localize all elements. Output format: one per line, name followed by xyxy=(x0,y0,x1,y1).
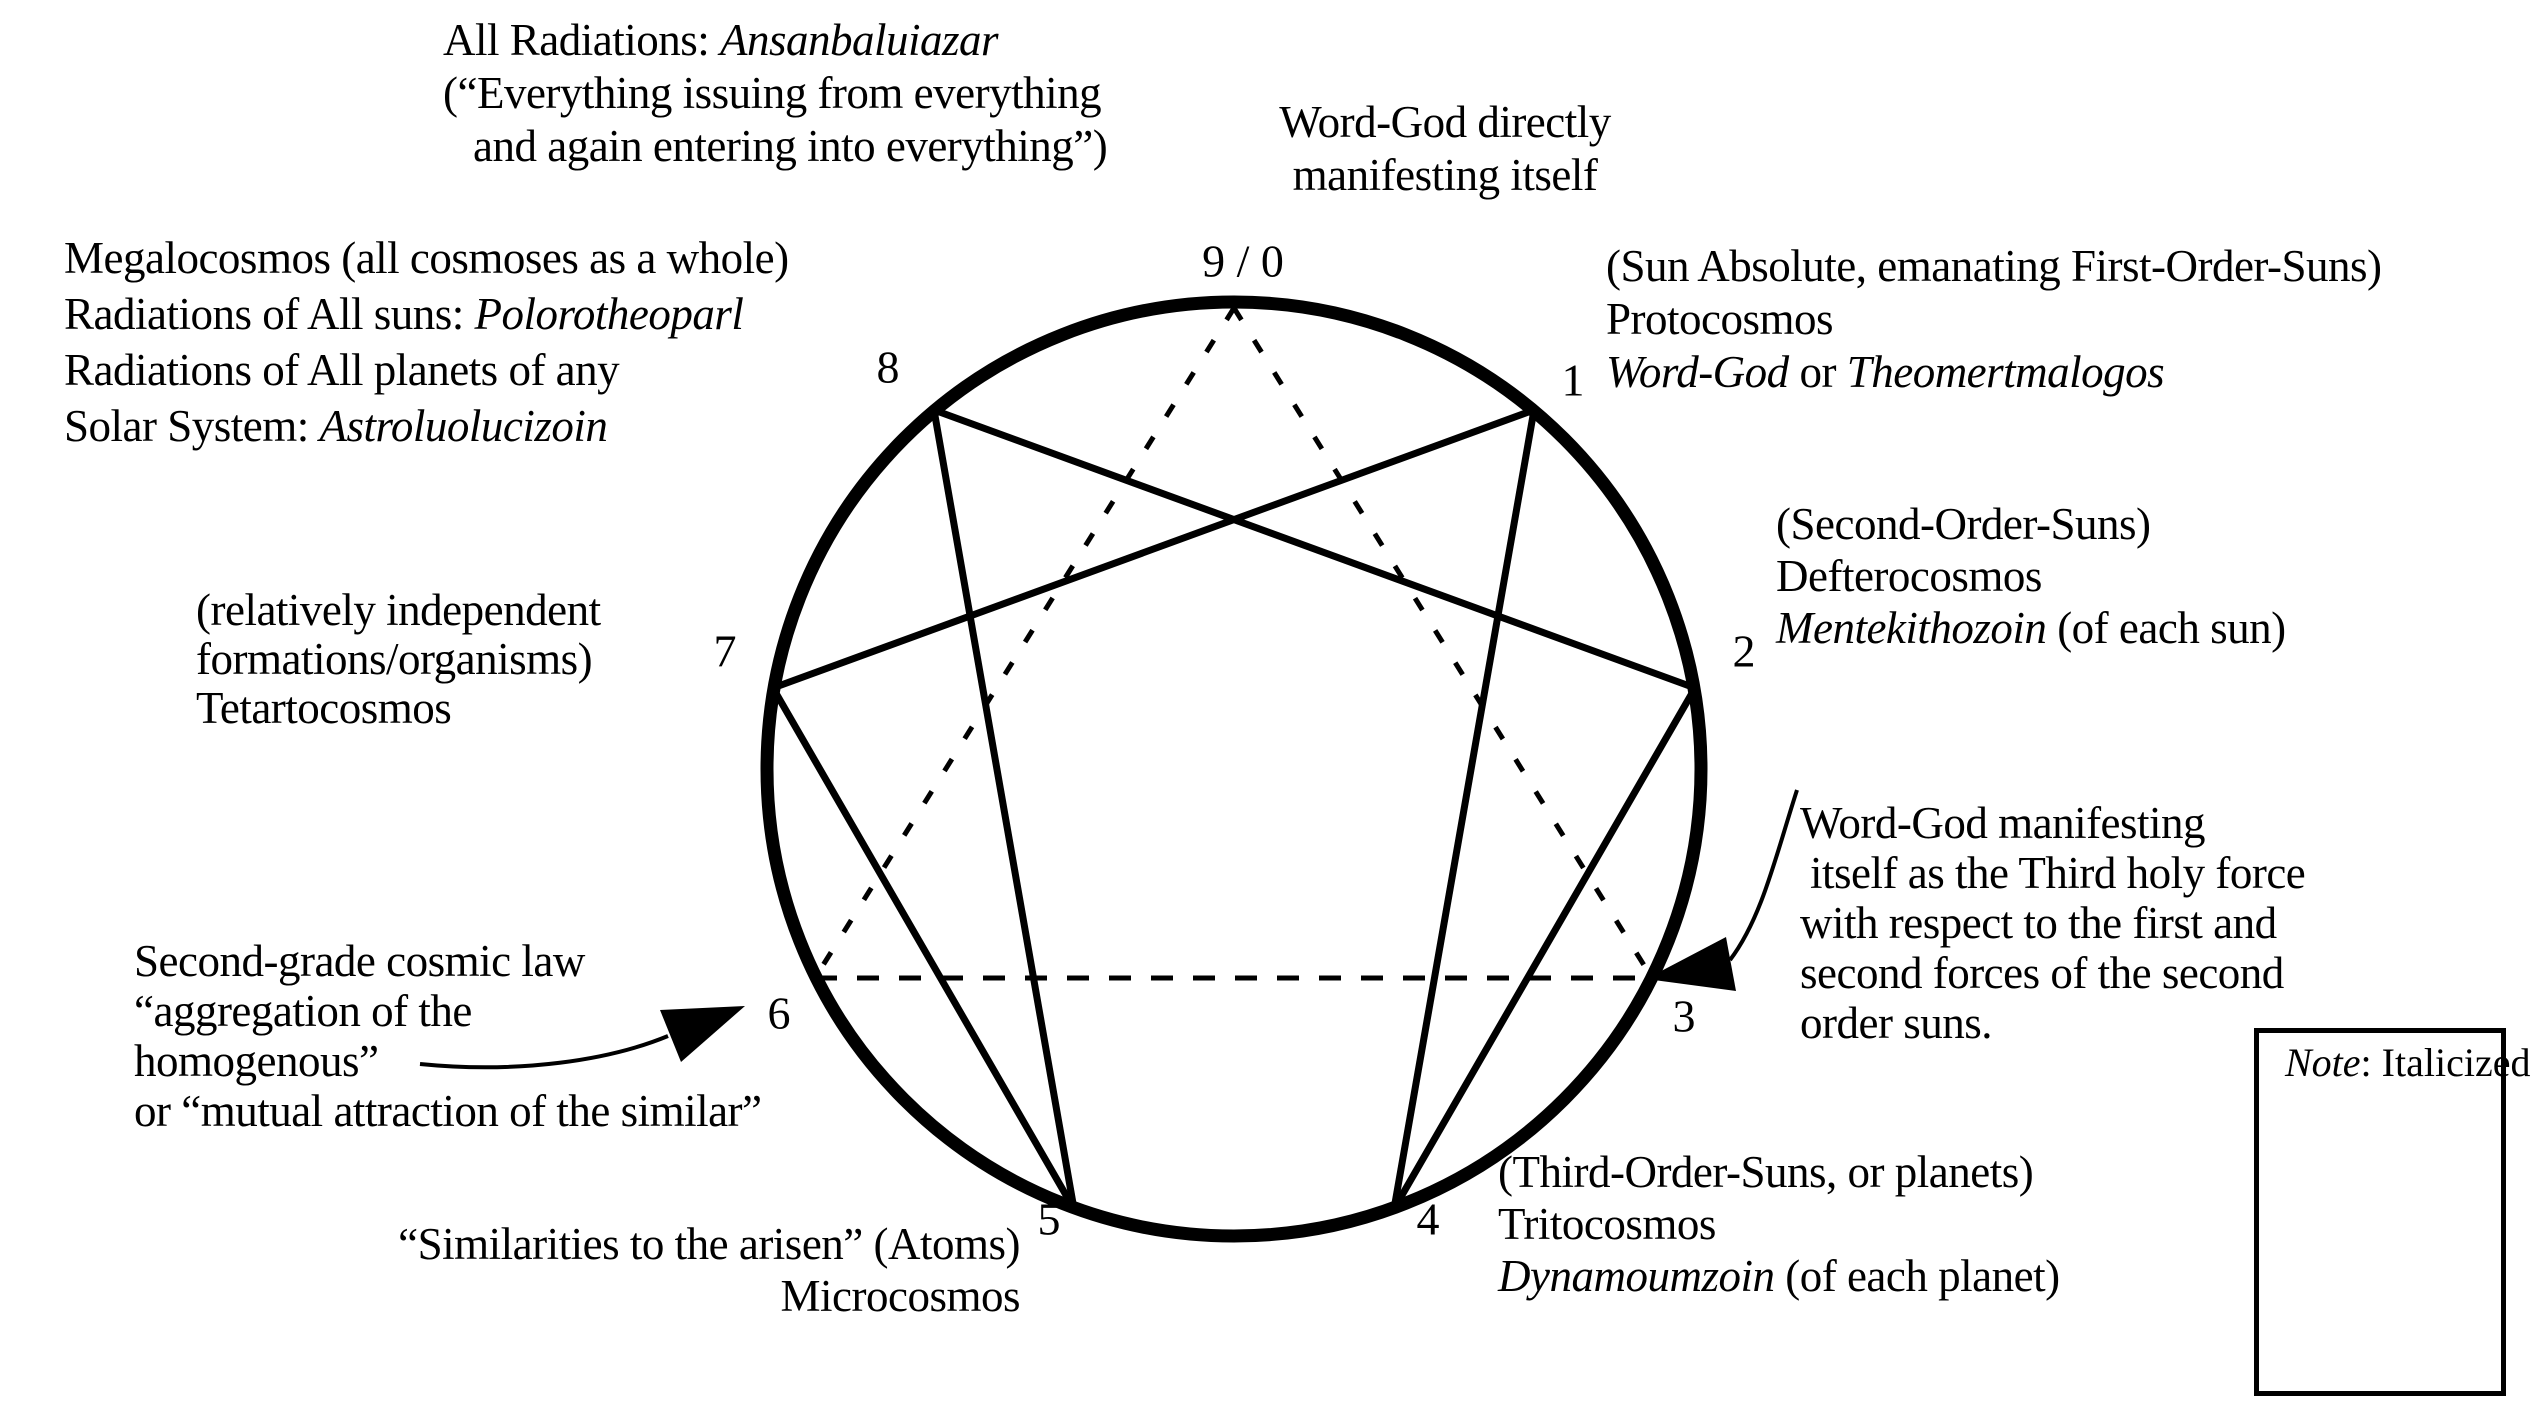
hexad-line-8-5 xyxy=(930,409,1078,1210)
word-god-top-line1: Word-God directly xyxy=(1279,97,1611,147)
hexad-line-7-1 xyxy=(771,406,1536,692)
arrow-to-6-head xyxy=(660,1006,745,1062)
third-force-line1: Word-God manifesting xyxy=(1800,798,2206,848)
megalocosmos-line1: Megalocosmos (all cosmoses as a whole) xyxy=(64,233,789,283)
point-label-6: 6 xyxy=(767,987,791,1039)
protocosmos-line3: Word-God or Theomertmalogos xyxy=(1606,347,2165,397)
third-force-line5: order suns. xyxy=(1800,998,1992,1048)
microcosmos-line2: Microcosmos xyxy=(780,1271,1021,1321)
megalocosmos-line4: Solar System: Astroluolucizoin xyxy=(64,401,608,451)
arrow-to-3-head xyxy=(1646,937,1736,991)
defterocosmos-line1: (Second-Order-Suns) xyxy=(1776,499,2151,549)
label-megalocosmos: Megalocosmos (all cosmoses as a whole) R… xyxy=(64,230,789,454)
label-tetartocosmos: (relatively independent formations/organ… xyxy=(196,586,601,733)
enneagram-circle xyxy=(760,295,1708,1243)
all-radiations-line2: (“Everything issuing from everything xyxy=(443,68,1102,118)
hexad-line-4-2 xyxy=(1390,686,1699,1211)
microcosmos-line1: “Similarities to the arisen” (Atoms) xyxy=(398,1219,1020,1269)
arrow-to-3-tail xyxy=(1728,789,1799,962)
third-force-line2: itself as the Third holy force xyxy=(1810,848,2306,898)
third-force-line4: second forces of the second xyxy=(1800,948,2284,998)
second-grade-line4: or “mutual attraction of the similar” xyxy=(134,1086,762,1136)
note-title: Note: xyxy=(2285,1040,2372,1085)
second-grade-line3: homogenous” xyxy=(134,1036,379,1086)
point-label-4: 4 xyxy=(1416,1193,1440,1245)
label-tritocosmos: (Third-Order-Suns, or planets) Tritocosm… xyxy=(1498,1146,2060,1302)
tetartocosmos-line3: Tetartocosmos xyxy=(196,683,452,733)
tritocosmos-line2: Tritocosmos xyxy=(1498,1199,1716,1249)
all-radiations-line1: All Radiations: Ansanbaluiazar xyxy=(443,15,999,65)
megalocosmos-line3: Radiations of All planets of any xyxy=(64,345,620,395)
hexad-line-2-8 xyxy=(932,406,1697,692)
triangle-line-9-6 xyxy=(812,306,1237,980)
second-grade-line1: Second-grade cosmic law xyxy=(134,936,585,986)
label-protocosmos: (Sun Absolute, emanating First-Order-Sun… xyxy=(1606,240,2382,399)
tetartocosmos-line2: formations/organisms) xyxy=(196,634,593,684)
label-word-god-top: Word-God directly manifesting itself xyxy=(1160,96,1730,202)
defterocosmos-line2: Defterocosmos xyxy=(1776,551,2042,601)
megalocosmos-line2: Radiations of All suns: Polorotheoparl xyxy=(64,289,744,339)
label-third-force: Word-God manifesting itself as the Third… xyxy=(1800,798,2306,1048)
point-label-3: 3 xyxy=(1672,990,1696,1042)
word-god-top-line2: manifesting itself xyxy=(1292,150,1598,200)
triangle-line-9-3 xyxy=(1231,306,1655,980)
point-label-1: 1 xyxy=(1561,354,1585,406)
defterocosmos-line3: Mentekithozoin (of each sun) xyxy=(1776,603,2286,653)
third-force-line3: with respect to the first and xyxy=(1800,898,2277,948)
arrow-to-6-tail xyxy=(419,1034,669,1070)
label-defterocosmos: (Second-Order-Suns) Defterocosmos Mentek… xyxy=(1776,498,2286,654)
point-label-7: 7 xyxy=(713,625,737,677)
all-radiations-line3: and again entering into everything”) xyxy=(473,121,1108,171)
tritocosmos-line3: Dynamoumzoin (of each planet) xyxy=(1498,1251,2060,1301)
label-all-radiations: All Radiations: Ansanbaluiazar (“Everyth… xyxy=(443,14,1108,173)
second-grade-line2: “aggregation of the xyxy=(134,986,472,1036)
note-line2: Italicized xyxy=(2381,1040,2531,1085)
label-second-grade-law: Second-grade cosmic law “aggregation of … xyxy=(134,936,762,1136)
protocosmos-line1: (Sun Absolute, emanating First-Order-Sun… xyxy=(1606,241,2382,291)
point-label-9-0: 9 / 0 xyxy=(1202,235,1284,287)
hexad-line-5-7 xyxy=(769,686,1078,1211)
hexad-line-1-4 xyxy=(1390,409,1538,1210)
tritocosmos-line1: (Third-Order-Suns, or planets) xyxy=(1498,1147,2034,1197)
label-microcosmos: “Similarities to the arisen” (Atoms) Mic… xyxy=(280,1218,1020,1322)
point-label-8: 8 xyxy=(876,341,900,393)
tetartocosmos-line1: (relatively independent xyxy=(196,585,601,635)
point-label-5: 5 xyxy=(1037,1193,1061,1245)
point-label-2: 2 xyxy=(1732,625,1756,677)
protocosmos-line2: Protocosmos xyxy=(1606,294,1834,344)
note-box: Note: Italicized words indicate radiatio… xyxy=(2254,1028,2530,1396)
